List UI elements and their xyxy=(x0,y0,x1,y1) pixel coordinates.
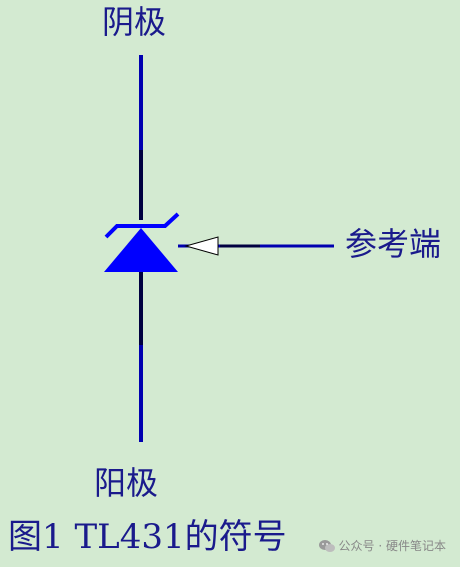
watermark: 公众号 · 硬件笔记本 xyxy=(318,537,446,554)
watermark-text: 公众号 · 硬件笔记本 xyxy=(338,539,446,553)
reference-arrow xyxy=(184,236,219,256)
wechat-icon xyxy=(318,539,335,552)
zener-bar xyxy=(104,212,180,239)
anode-label: 阳极 xyxy=(94,464,159,502)
figure-caption: 图1 TL431的符号 xyxy=(8,517,287,557)
cathode-label: 阴极 xyxy=(102,3,167,41)
reference-label: 参考端 xyxy=(345,225,442,263)
diode-triangle xyxy=(104,228,178,272)
